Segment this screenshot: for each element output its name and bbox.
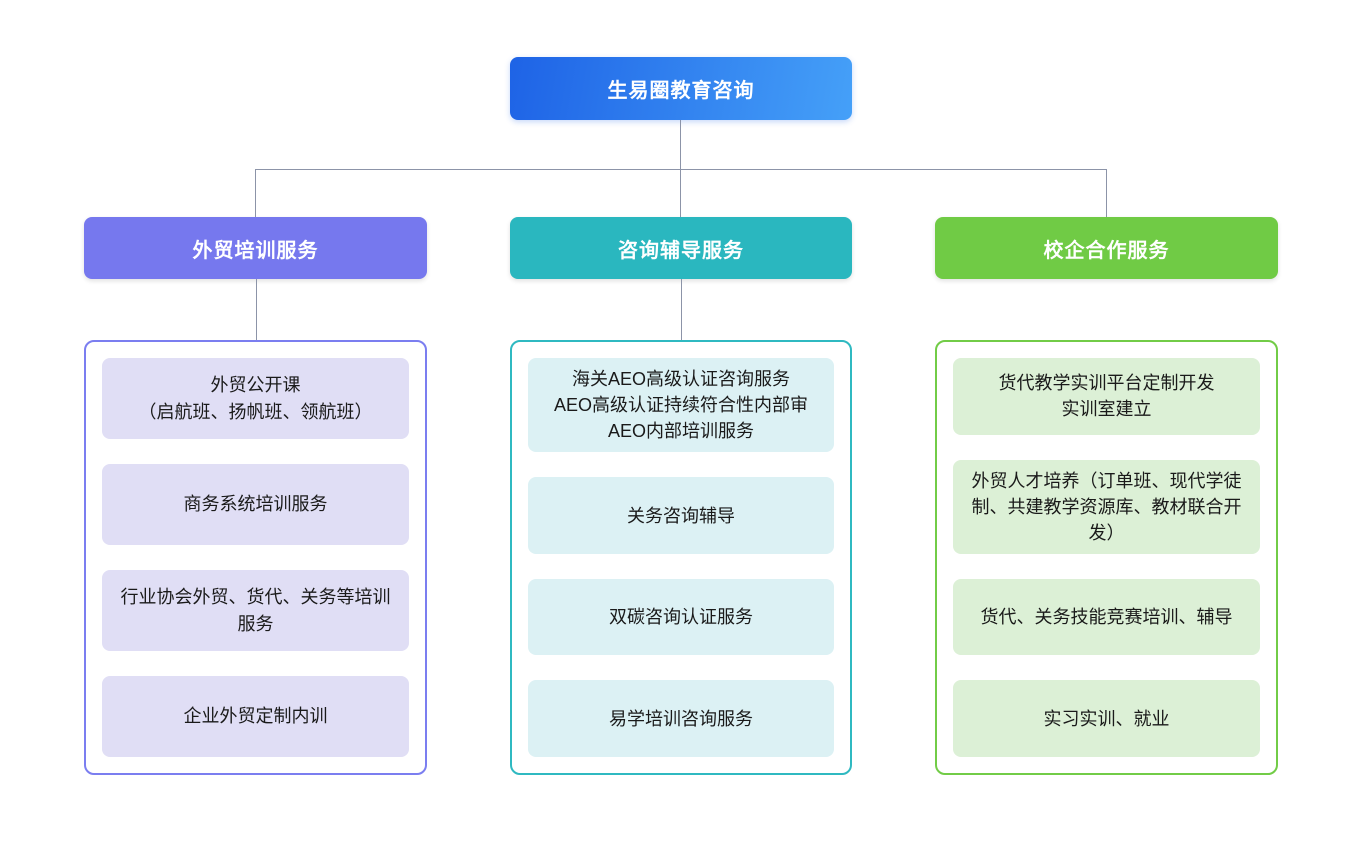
branch-school-enterprise: 校企合作服务 货代教学实训平台定制开发 实训室建立 外贸人才培养（订单班、现代学… [935,217,1278,775]
service-item-line: 货代教学实训平台定制开发 [998,373,1215,394]
branch-header: 外贸培训服务 [84,217,427,279]
service-item: 关务咨询辅导 [528,477,834,554]
branch-items-panel: 外贸公开课 （启航班、扬帆班、领航班） 商务系统培训服务 行业协会外贸、货代、关… [84,340,427,775]
service-item-line: 易学培训咨询服务 [609,708,753,729]
service-item-line: 商务系统培训服务 [183,494,328,515]
branch-header: 咨询辅导服务 [510,217,852,279]
service-item: 易学培训咨询服务 [528,680,834,758]
service-item-line: 实习实训、就业 [1043,708,1170,729]
service-item: 货代教学实训平台定制开发 实训室建立 [953,358,1260,435]
service-item: 外贸人才培养（订单班、现代学徒制、共建教学资源库、教材联合开发） [953,459,1260,554]
service-item: 海关AEO高级认证咨询服务 AEO高级认证持续符合性内部审 AEO内部培训服务 [528,358,834,453]
service-item-line: 实训室建立 [1061,399,1152,420]
branch-trade-training: 外贸培训服务 外贸公开课 （启航班、扬帆班、领航班） 商务系统培训服务 行业协会… [84,217,427,775]
service-item: 双碳咨询认证服务 [528,578,834,656]
service-item: 企业外贸定制内训 [102,676,409,757]
service-item-line: 外贸人才培养（订单班、现代学徒制、共建教学资源库、教材联合开发） [971,470,1242,543]
branch-header-label: 咨询辅导服务 [618,239,744,262]
connector-drop-right [1106,169,1107,217]
branch-items-panel: 海关AEO高级认证咨询服务 AEO高级认证持续符合性内部审 AEO内部培训服务 … [510,340,852,775]
service-item-line: 外贸公开课 [210,375,301,396]
branch-consulting: 咨询辅导服务 海关AEO高级认证咨询服务 AEO高级认证持续符合性内部审 AEO… [510,217,852,775]
service-item: 实习实训、就业 [953,680,1260,758]
connector-header-panel [255,279,257,340]
connector-header-panel [681,279,682,340]
branch-header-label: 外贸培训服务 [192,239,319,262]
service-item-line: （启航班、扬帆班、领航班） [138,401,373,422]
connector-drop-left [255,169,256,217]
service-item-line: AEO高级认证持续符合性内部审 [553,395,808,416]
root-node: 生易圈教育咨询 [510,57,852,120]
service-item: 商务系统培训服务 [102,464,409,545]
service-item: 行业协会外贸、货代、关务等培训服务 [102,570,409,651]
service-item-line: 行业协会外贸、货代、关务等培训服务 [120,587,391,634]
service-item: 货代、关务技能竞赛培训、辅导 [953,578,1260,656]
connector-root-vertical [680,120,681,169]
service-item-line: 关务咨询辅导 [627,505,735,526]
service-item-line: 海关AEO高级认证咨询服务 [571,369,790,389]
card-list: 海关AEO高级认证咨询服务 AEO高级认证持续符合性内部审 AEO内部培训服务 … [528,358,834,758]
service-item-line: 企业外贸定制内训 [183,706,328,727]
card-list: 外贸公开课 （启航班、扬帆班、领航班） 商务系统培训服务 行业协会外贸、货代、关… [102,358,409,757]
connector-drop-middle [680,169,681,217]
branch-header-label: 校企合作服务 [1043,239,1170,262]
service-item-line: AEO内部培训服务 [607,421,754,442]
branch-items-panel: 货代教学实训平台定制开发 实训室建立 外贸人才培养（订单班、现代学徒制、共建教学… [935,340,1278,775]
service-item: 外贸公开课 （启航班、扬帆班、领航班） [102,358,409,439]
service-item-line: 货代、关务技能竞赛培训、辅导 [980,607,1233,628]
branch-header: 校企合作服务 [935,217,1278,279]
root-node-label: 生易圈教育咨询 [607,80,755,102]
service-item-line: 双碳咨询认证服务 [609,607,753,628]
card-list: 货代教学实训平台定制开发 实训室建立 外贸人才培养（订单班、现代学徒制、共建教学… [953,358,1260,758]
